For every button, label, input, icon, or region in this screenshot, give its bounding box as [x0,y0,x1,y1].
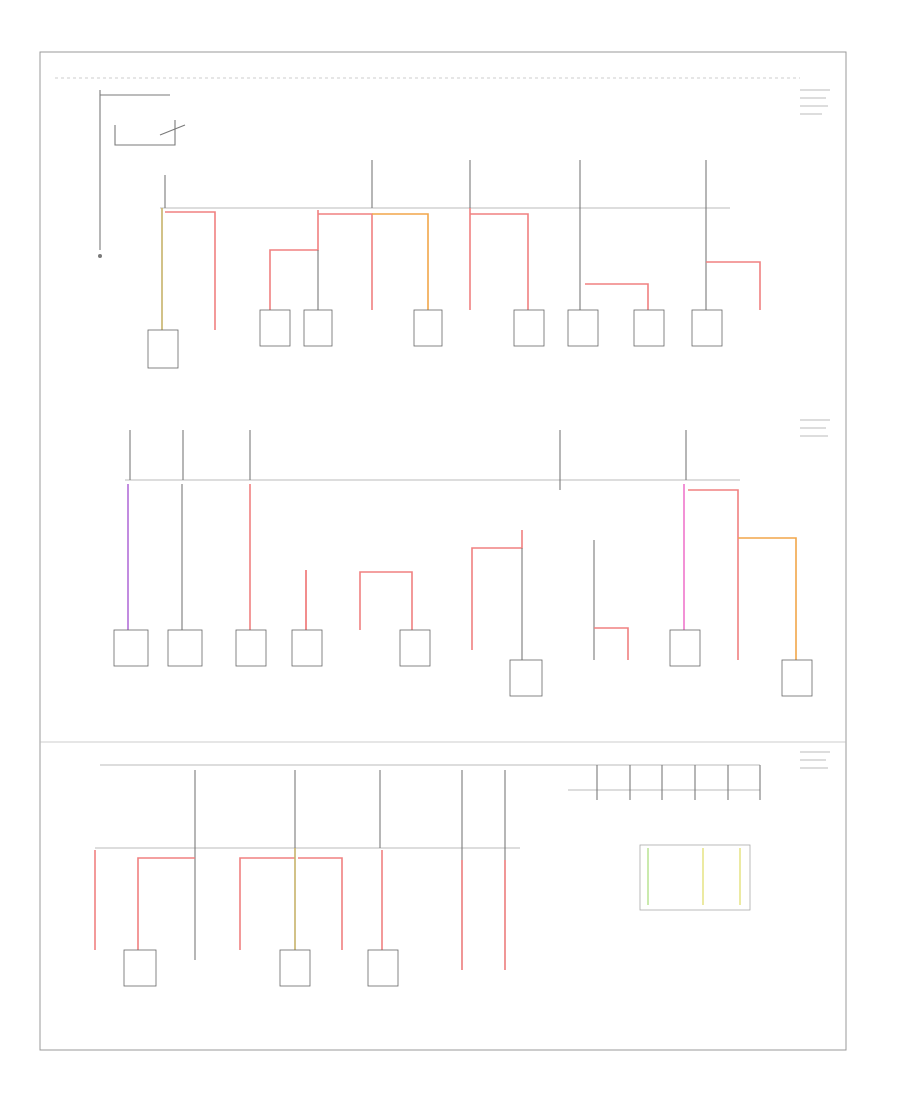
component-box [291,629,323,667]
wire-red [269,210,319,310]
component-box [367,949,399,987]
wire-red [298,857,343,950]
bottom-section [94,764,761,987]
component-box [669,629,701,667]
component-boxes-top [147,309,723,369]
wire-red [318,213,373,310]
wire-red [359,571,413,630]
wire-red [688,489,739,660]
component-box [147,329,179,369]
component-box [633,309,665,347]
top-section [55,77,800,369]
component-box [167,629,203,667]
component-box [513,309,545,347]
diagram-frame [39,51,847,1051]
component-boxes-middle [113,629,813,697]
wire-red [471,530,523,650]
ground-point [98,254,102,258]
connector-box [639,844,751,911]
component-box [259,309,291,347]
wire-red [165,211,216,330]
component-box [279,949,311,987]
component-box [567,309,599,347]
wire-orange [372,213,429,310]
wire-red [585,283,649,310]
component-box [235,629,267,667]
wire-red [594,627,629,660]
unreadable-labels [800,89,830,769]
relay-switch [114,120,176,146]
component-boxes-bottom [123,949,399,987]
component-box [509,659,543,697]
component-box [399,629,431,667]
middle-section [113,430,813,697]
component-box [113,629,149,667]
wire-red [137,857,195,950]
wire-red [706,261,761,310]
component-box [781,659,813,697]
wire-red [470,213,529,310]
component-box [691,309,723,347]
relay-contact [159,124,186,136]
wire-red [239,857,295,950]
component-box [123,949,157,987]
wire-orange [738,537,797,660]
component-box [413,309,443,347]
component-box [303,309,333,347]
